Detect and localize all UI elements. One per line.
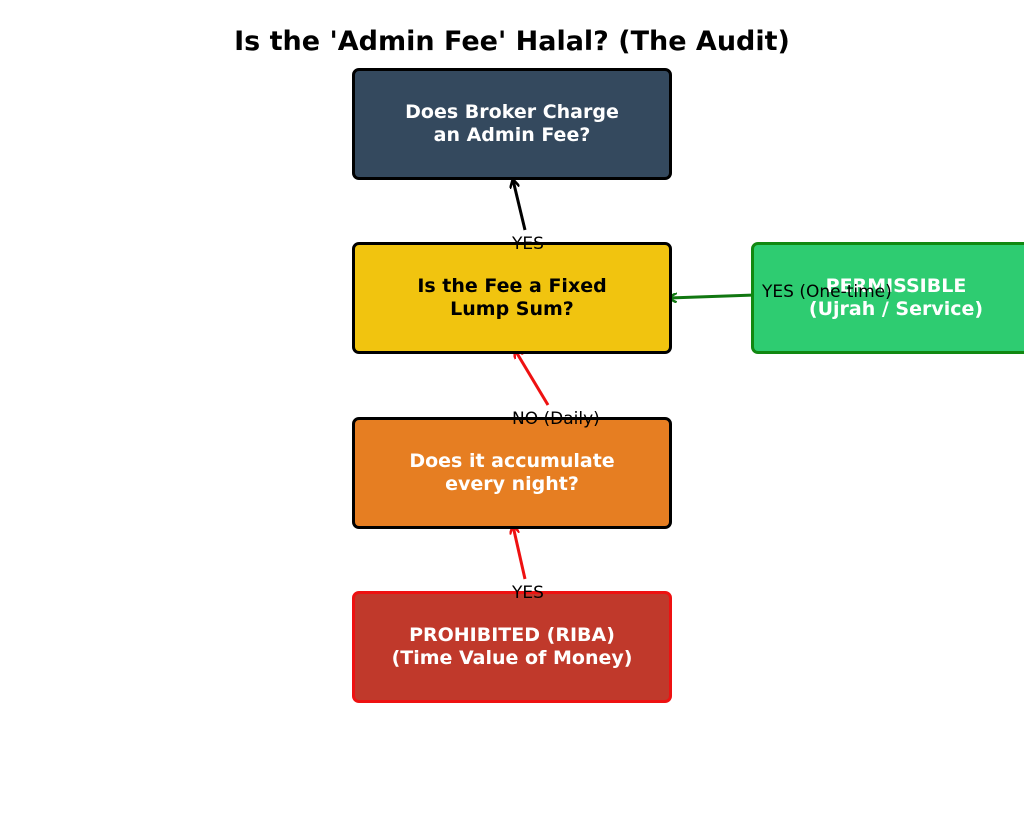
arrow-e2 — [669, 295, 756, 298]
node-fixed-lump-sum-question-text: Is the Fee a Fixed Lump Sum? — [417, 275, 607, 320]
edge-label-yes-one-time: YES (One-time) — [762, 282, 892, 302]
node-permissible-outcome: PERMISSIBLE (Ujrah / Service) — [751, 242, 1024, 354]
node-accumulate-nightly-question-text: Does it accumulate every night? — [409, 450, 615, 495]
diagram-title: Is the 'Admin Fee' Halal? (The Audit) — [234, 26, 790, 57]
node-accumulate-nightly-question: Does it accumulate every night? — [352, 417, 672, 529]
arrow-e4 — [513, 526, 527, 580]
edge-label-yes-top: YES — [512, 234, 544, 254]
node-admin-fee-question-text: Does Broker Charge an Admin Fee? — [405, 101, 619, 146]
edge-label-no-daily: NO (Daily) — [512, 409, 600, 429]
edge-label-yes-bottom: YES — [512, 583, 544, 603]
node-permissible-outcome-text: PERMISSIBLE (Ujrah / Service) — [808, 275, 984, 320]
node-prohibited-outcome: PROHIBITED (RIBA) (Time Value of Money) — [352, 591, 672, 703]
node-fixed-lump-sum-question: Is the Fee a Fixed Lump Sum? — [352, 242, 672, 354]
node-admin-fee-question: Does Broker Charge an Admin Fee? — [352, 68, 672, 180]
arrow-e1 — [513, 180, 527, 231]
arrow-e3 — [515, 350, 550, 406]
node-prohibited-outcome-text: PROHIBITED (RIBA) (Time Value of Money) — [391, 624, 633, 669]
